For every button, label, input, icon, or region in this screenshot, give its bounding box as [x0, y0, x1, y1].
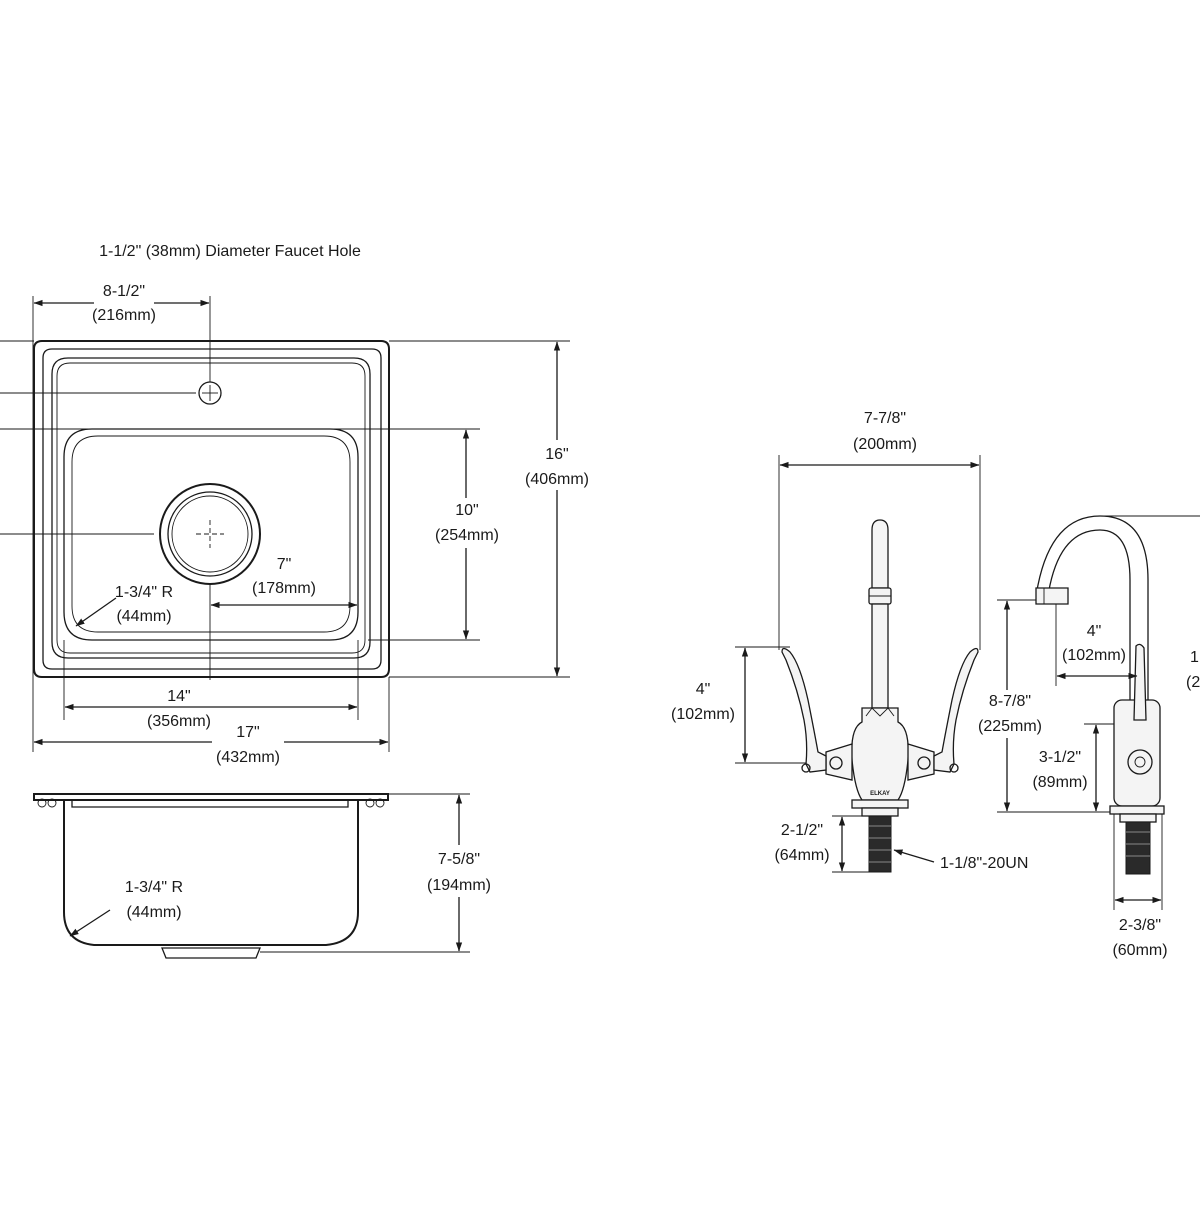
- leader-thread-spec: [893, 849, 935, 863]
- faucet-hole-note: 1-1/2" (38mm) Diameter Faucet Hole: [99, 243, 361, 260]
- bowl-depth-mm: (254mm): [435, 527, 499, 544]
- faucet-side-valve: [1127, 749, 1153, 775]
- handle-height-mm: (102mm): [671, 706, 735, 723]
- drain-offset-in: 7": [277, 556, 292, 573]
- faucet-offset-in: 8-1/2": [103, 283, 145, 300]
- faucet-valve-left: [825, 743, 853, 781]
- faucet-shank: [868, 815, 892, 873]
- label-bg: [420, 845, 498, 897]
- faucet-side-handle: [1133, 643, 1147, 721]
- base-diameter-in: 2-3/8": [1119, 917, 1161, 934]
- sink-side-drain: [161, 947, 261, 959]
- sink-side-rim: [33, 793, 389, 801]
- faucet-front-view: ELKAY 7-7/8" (200mm) 4": [671, 410, 1028, 873]
- faucet-handle-right: [933, 647, 979, 773]
- overall-depth-in: 16": [545, 446, 568, 463]
- spout-reach-in: 4": [1087, 623, 1102, 640]
- sink-side-rim-lip: [71, 799, 349, 808]
- sink-deck-inner: [56, 362, 366, 654]
- faucet-side-valve-center: [1134, 756, 1146, 768]
- faucet-side-flange: [1109, 805, 1165, 815]
- faucet-gooseneck: [1036, 515, 1149, 700]
- corner-radius-in: 1-3/4" R: [115, 584, 173, 601]
- drain-outer: [159, 483, 261, 585]
- side-corner-radius-in: 1-3/4" R: [125, 879, 183, 896]
- sink-side-view: 7-5/8" (194mm) 1-3/4" R (44mm): [33, 793, 498, 959]
- faucet-body: [851, 707, 909, 801]
- faucet-valve-right-cap: [917, 756, 931, 770]
- spout-height-mm: (225mm): [978, 718, 1042, 735]
- label-bg: [94, 281, 154, 325]
- handle-span-in: 7-7/8": [864, 410, 906, 427]
- sink-bowl-outline: [63, 428, 359, 641]
- faucet-side-view: 4" (102mm) 8-7/8" (225mm) 3-1/2" (89mm) …: [978, 515, 1200, 959]
- bowl-depth-in: 10": [455, 502, 478, 519]
- overall-width-in: 17": [236, 724, 259, 741]
- faucet-handle-right-pivot: [949, 763, 959, 773]
- sink-side-bowl: [63, 800, 359, 946]
- faucet-base-nut: [861, 807, 899, 817]
- faucet-aerator: [1035, 587, 1069, 605]
- sink-bowl-floor: [71, 435, 351, 633]
- handle-span-mm: (200mm): [853, 436, 917, 453]
- drain-basket: [171, 495, 249, 573]
- faucet-body-crown: [865, 707, 895, 717]
- faucet-spout-tip: [871, 519, 889, 589]
- corner-radius-mm: (44mm): [116, 608, 171, 625]
- label-bg: [212, 720, 284, 768]
- shank-length-mm: (64mm): [774, 847, 829, 864]
- faucet-brand-mark: ELKAY: [870, 791, 890, 797]
- overall-height-partial-in: 1: [1190, 649, 1199, 666]
- faucet-handle-left-pivot: [801, 763, 811, 773]
- label-bg: [520, 440, 594, 490]
- bowl-width-mm: (356mm): [147, 713, 211, 730]
- faucet-side-nut: [1119, 813, 1157, 823]
- overall-height-partial-mm: (2: [1186, 674, 1200, 691]
- side-handle-height-mm: (89mm): [1032, 774, 1087, 791]
- overall-depth-mm: (406mm): [525, 471, 589, 488]
- faucet-shank-threads: [869, 825, 891, 863]
- handle-height-in: 4": [696, 681, 711, 698]
- sink-top-view: 1-1/2" (38mm) Diameter Faucet Hole 8-1/2…: [0, 243, 594, 768]
- faucet-base-flange: [851, 799, 909, 809]
- bowl-width-in: 14": [167, 688, 190, 705]
- faucet-valve-left-cap: [829, 756, 843, 770]
- thread-spec: 1-1/8"-20UN: [940, 855, 1028, 872]
- spout-height-in: 8-7/8": [989, 693, 1031, 710]
- mounting-clip-left: [37, 798, 47, 808]
- shank-length-in: 2-1/2": [781, 822, 823, 839]
- faucet-side-shank: [1125, 821, 1151, 875]
- side-corner-radius-mm: (44mm): [126, 904, 181, 921]
- leader-corner-radius-side: [69, 909, 111, 937]
- bowl-side-depth-mm: (194mm): [427, 877, 491, 894]
- faucet-handle-left: [781, 647, 827, 773]
- label-bg: [980, 690, 1042, 738]
- overall-width-mm: (432mm): [216, 749, 280, 766]
- side-handle-height-in: 3-1/2": [1039, 749, 1081, 766]
- drain-offset-mm: (178mm): [252, 580, 316, 597]
- label-bg: [430, 498, 504, 548]
- faucet-offset-mm: (216mm): [92, 307, 156, 324]
- leader-corner-radius-top: [75, 597, 117, 627]
- faucet-side-shank-threads: [1126, 831, 1150, 857]
- mounting-clip-right-2: [375, 798, 385, 808]
- sink-outer-rim: [33, 340, 390, 678]
- sink-rim-inner-edge: [42, 348, 382, 670]
- drain-flange: [167, 491, 253, 577]
- bowl-side-depth-in: 7-5/8": [438, 851, 480, 868]
- spout-reach-mm: (102mm): [1062, 647, 1126, 664]
- base-diameter-mm: (60mm): [1112, 942, 1167, 959]
- mounting-clip-left-2: [47, 798, 57, 808]
- faucet-spout-tube: [871, 603, 889, 709]
- faucet-valve-right: [907, 743, 935, 781]
- mounting-clip-right: [365, 798, 375, 808]
- sink-deck: [51, 357, 371, 659]
